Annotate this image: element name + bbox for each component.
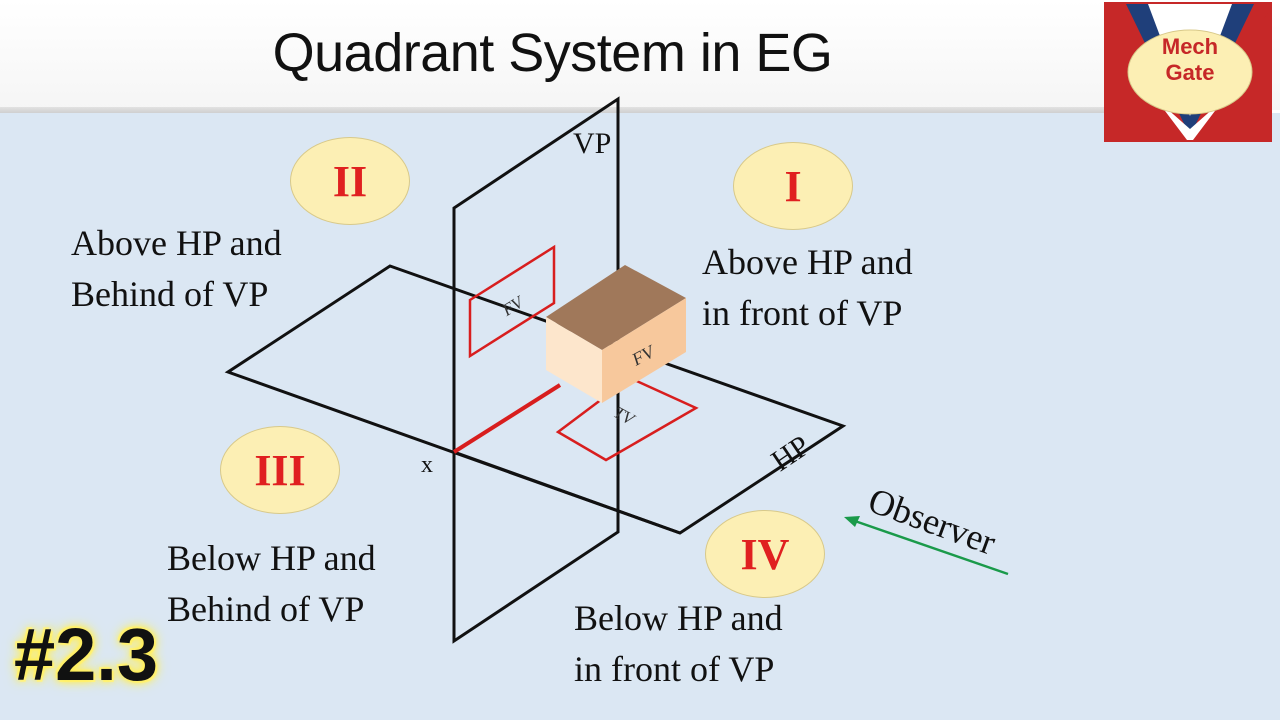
episode-number: #2.3: [14, 613, 159, 696]
xy-reference-line: [452, 383, 562, 454]
observer-arrow: [851, 518, 1009, 576]
header-divider: [0, 107, 1105, 113]
hp-edge: [453, 450, 681, 535]
quadrant-iv-badge: IV: [705, 510, 825, 598]
quadrant-iv-line2: in front of VP: [574, 649, 775, 689]
mech-gate-logo: Mech Gate: [1104, 2, 1272, 142]
quadrant-iv-description: Below HP and in front of VP: [574, 593, 783, 695]
logo-line-gate: Gate: [1165, 60, 1215, 85]
quadrant-iii-badge: III: [220, 426, 340, 514]
logo-text: Mech Gate: [1126, 34, 1254, 86]
diagram-panel: [0, 113, 1280, 720]
logo-line-mech: Mech: [1161, 34, 1219, 59]
quadrant-iv-line1: Below HP and: [574, 598, 783, 638]
quadrant-i-line1: Above HP and: [702, 242, 913, 282]
quadrant-iii-description: Below HP and Behind of VP: [167, 533, 376, 635]
quadrant-ii-line2: Behind of VP: [71, 274, 269, 314]
page-title: Quadrant System in EG: [272, 23, 833, 83]
x-label: x: [421, 452, 433, 478]
block-front-face: [602, 298, 686, 403]
fv-projection-box: [468, 244, 556, 359]
quadrant-i-description: Above HP and in front of VP: [702, 237, 913, 339]
quadrant-i-badge: I: [733, 142, 853, 230]
observer-arrowhead: [844, 516, 860, 527]
vp-label: VP: [573, 127, 611, 160]
observer-label: Observer: [863, 480, 1001, 563]
header-bar: [0, 0, 1280, 110]
logo-chevron-graphic: [1106, 4, 1270, 140]
quadrant-ii-badge: II: [290, 137, 410, 225]
block-top-face: [546, 265, 686, 350]
quadrant-ii-line1: Above HP and: [71, 223, 282, 263]
quadrant-ii-description: Above HP and Behind of VP: [71, 218, 282, 320]
quadrant-i-line2: in front of VP: [702, 293, 903, 333]
block-left-face: [546, 317, 602, 403]
quadrant-iii-line2: Behind of VP: [167, 589, 365, 629]
quadrant-iii-line1: Below HP and: [167, 538, 376, 578]
